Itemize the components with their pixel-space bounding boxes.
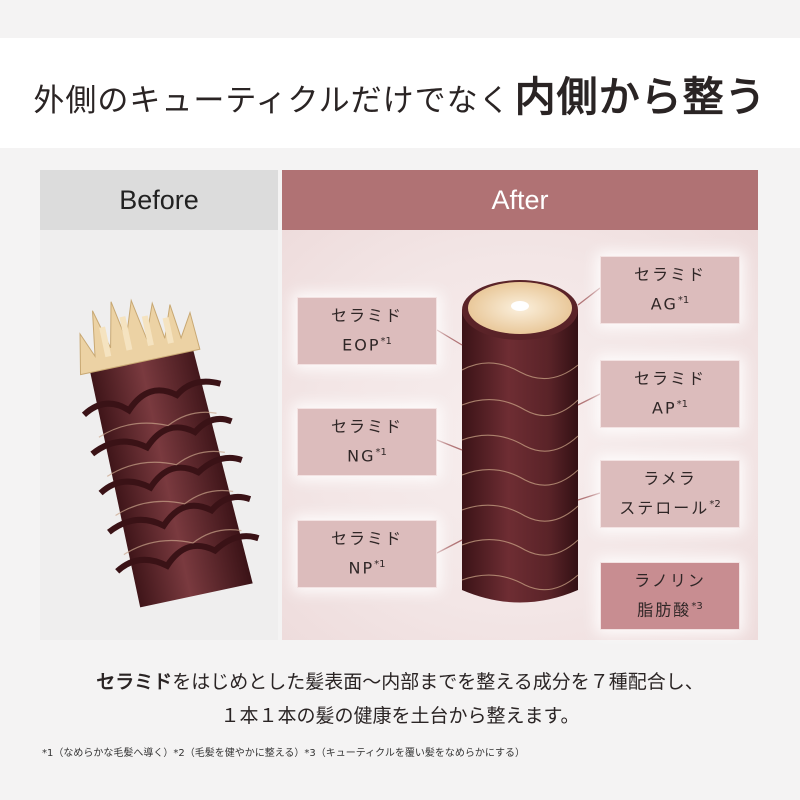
ingredient-ceramide-ag: セラミド AG*1 (600, 256, 740, 324)
ingredient-lanolin-fatty-acid: ラノリン 脂肪酸*3 (600, 562, 740, 630)
ingredient-name: セラミド (331, 526, 403, 552)
summary-line-1-rest: をはじめとした髪表面〜内部までを整える成分を７種配合し、 (172, 671, 703, 693)
ingredient-name: ラノリン (634, 568, 706, 594)
summary-highlight: セラミド (96, 671, 172, 693)
headline-emphasis: 内側から整う (515, 73, 767, 121)
ingredient-code: AG*1 (651, 288, 689, 317)
ingredient-code: NP*1 (349, 552, 386, 581)
before-header: Before (40, 170, 278, 230)
summary-line-1: セラミドをはじめとした髪表面〜内部までを整える成分を７種配合し、 (0, 665, 800, 699)
page-title: 外側のキューティクルだけでなく内側から整う (33, 63, 766, 123)
ingredient-name: セラミド (331, 303, 403, 329)
ingredient-ceramide-ap: セラミド AP*1 (600, 360, 740, 428)
before-panel (40, 230, 278, 640)
headline-band: 外側のキューティクルだけでなく内側から整う (0, 38, 800, 148)
summary-line-2: １本１本の髪の健康を土台から整えます。 (0, 699, 800, 733)
ingredient-code: ステロール*2 (619, 492, 720, 521)
ingredient-ceramide-ng: セラミド NG*1 (297, 408, 437, 476)
ingredient-name: セラミド (634, 262, 706, 288)
summary-text: セラミドをはじめとした髪表面〜内部までを整える成分を７種配合し、 １本１本の髪の… (0, 665, 800, 733)
ingredient-code: NG*1 (347, 440, 387, 469)
ingredient-code: AP*1 (652, 392, 688, 421)
ingredient-name: ラメラ (643, 466, 697, 492)
ingredient-code: EOP*1 (342, 329, 392, 358)
headline-lead: 外側のキューティクルだけでなく (33, 83, 510, 119)
ingredient-name: セラミド (331, 414, 403, 440)
ingredient-ceramide-np: セラミド NP*1 (297, 520, 437, 588)
footnotes: *1（なめらかな毛髪へ導く）*2（毛髪を健やかに整える）*3（キューティクルを覆… (42, 744, 782, 759)
ingredient-lamellar-sterol: ラメラ ステロール*2 (600, 460, 740, 528)
after-header: After (282, 170, 758, 230)
ingredient-name: セラミド (634, 366, 706, 392)
ingredient-code: 脂肪酸*3 (637, 594, 702, 623)
ingredient-ceramide-eop: セラミド EOP*1 (297, 297, 437, 365)
